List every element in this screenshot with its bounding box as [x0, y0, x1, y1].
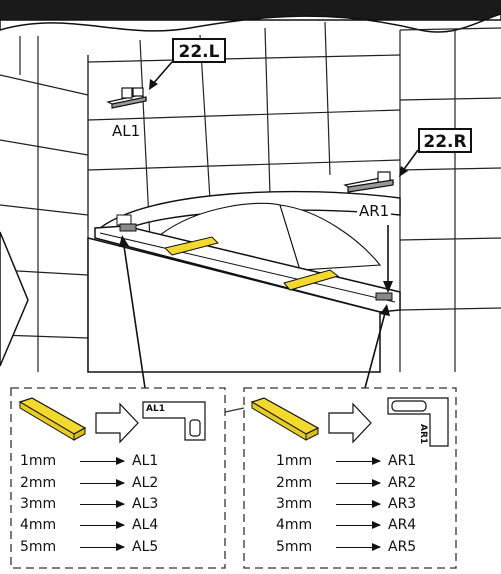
table-row: 4mm AR4 [276, 517, 452, 533]
right-panel-leader-head [380, 304, 390, 316]
part-code: AR3 [388, 496, 417, 512]
left-panel-leader-head [119, 235, 129, 247]
part-code: AL4 [132, 517, 159, 533]
table-row: 2mm AL2 [20, 475, 220, 491]
right-panel-part-tag: AR1 [418, 424, 428, 445]
mapping-arrow-icon [80, 521, 125, 529]
callout-22-r: 22.R [418, 128, 472, 153]
panel-connector [224, 407, 245, 413]
mapping-arrow-icon [80, 543, 125, 551]
left-panel-part-icon [142, 401, 206, 441]
bracket-al1-drawing [106, 87, 148, 109]
tub-basin-right [279, 204, 382, 271]
part-code: AR4 [388, 517, 417, 533]
rail-edge-line [99, 232, 396, 303]
rail-clip-left [119, 223, 137, 232]
thickness-label: 2mm [276, 475, 313, 491]
header-band [0, 0, 501, 20]
mapping-arrow-icon [80, 479, 125, 487]
thickness-label: 5mm [276, 539, 313, 555]
left-panel-table: 1mm AL1 2mm AL2 3mm AL3 4mm AL4 5mm AL5 [20, 453, 220, 563]
wall-top-curve [0, 13, 501, 33]
callout-left-arrowhead [149, 79, 158, 90]
left-panel-part-tag: AL1 [146, 404, 165, 414]
callout-right-arrowhead [399, 166, 408, 177]
rail-spacers [164, 236, 340, 291]
part-code: AL2 [132, 475, 159, 491]
table-row: 5mm AR5 [276, 539, 452, 555]
part-code: AR5 [388, 539, 417, 555]
part-label-ar1: AR1 [357, 202, 392, 220]
tub-front-panel [87, 237, 381, 373]
part-code: AR2 [388, 475, 417, 491]
left-nav-chevron-shape [0, 231, 29, 367]
part-code: AL5 [132, 539, 159, 555]
table-row: 1mm AL1 [20, 453, 220, 469]
thickness-label: 2mm [20, 475, 57, 491]
table-row: 4mm AL4 [20, 517, 220, 533]
rail-brackets [116, 214, 393, 301]
mapping-arrow-icon [336, 521, 381, 529]
spacer-bar-left [164, 236, 219, 256]
rail-clip-right [375, 292, 393, 301]
callout-leaders [151, 61, 419, 173]
right-panel-leader [364, 312, 386, 389]
table-row: 3mm AR3 [276, 496, 452, 512]
back-wall-tiles [87, 21, 401, 372]
bracket-ar1-drawing [343, 171, 395, 193]
table-row: 5mm AL5 [20, 539, 220, 555]
part-label-al1: AL1 [110, 122, 143, 140]
mapping-arrow-icon [80, 457, 125, 465]
mapping-arrow-icon [336, 500, 381, 508]
part-code: AL3 [132, 496, 159, 512]
mapping-arrow-icon [336, 457, 381, 465]
table-row: 1mm AR1 [276, 453, 452, 469]
left-panel-leader [123, 245, 146, 389]
thickness-label: 1mm [20, 453, 57, 469]
left-panel-arrow-icon [95, 402, 139, 444]
thickness-label: 4mm [276, 517, 313, 533]
thickness-label: 4mm [20, 517, 57, 533]
spacer-bar-right [283, 269, 340, 291]
right-wall-tiles [399, 27, 501, 372]
right-panel-part-icon [387, 397, 449, 447]
thickness-label: 1mm [276, 453, 313, 469]
ar1-down-arrowhead [383, 281, 393, 293]
thickness-label: 3mm [20, 496, 57, 512]
mapping-arrow-icon [336, 479, 381, 487]
right-panel-table: 1mm AR1 2mm AR2 3mm AR3 4mm AR4 5mm AR5 [276, 453, 452, 563]
callout-22-l: 22.L [172, 38, 226, 63]
part-code: AL1 [132, 453, 159, 469]
right-panel-arrow-icon [328, 402, 372, 444]
mapping-arrow-icon [80, 500, 125, 508]
part-code: AR1 [388, 453, 417, 469]
thickness-label: 3mm [276, 496, 313, 512]
mapping-arrow-icon [336, 543, 381, 551]
tub-back-rim [98, 190, 401, 233]
table-row: 3mm AL3 [20, 496, 220, 512]
thickness-label: 5mm [20, 539, 57, 555]
table-row: 2mm AR2 [276, 475, 452, 491]
